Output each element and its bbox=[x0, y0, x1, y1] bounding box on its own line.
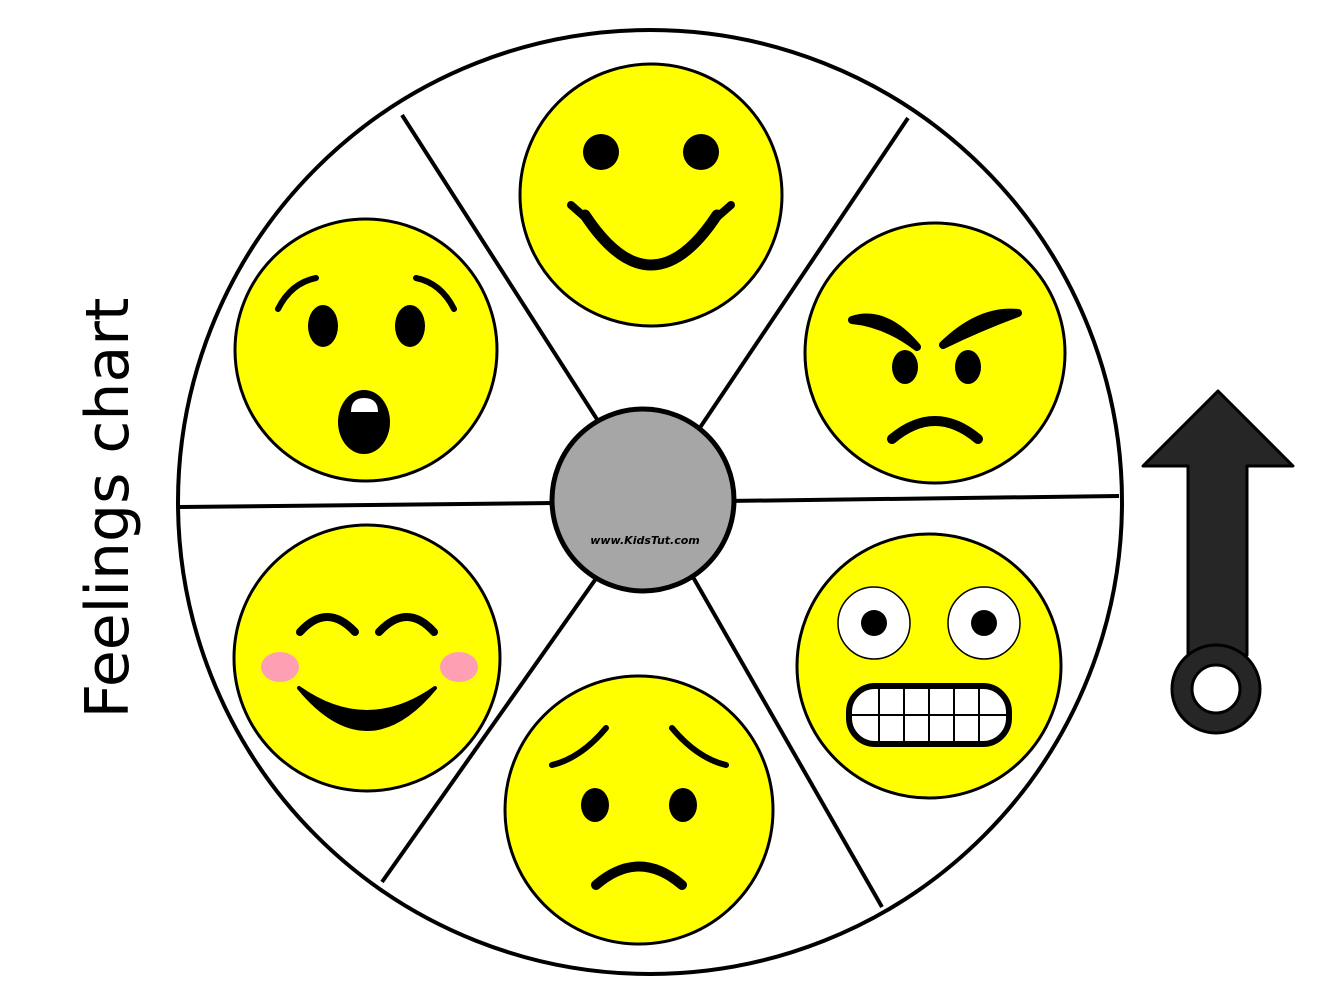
feelings-wheel[interactable]: www.KidsTut.com bbox=[176, 28, 1124, 976]
angry-face-icon[interactable] bbox=[803, 221, 1067, 485]
sad-face-icon[interactable] bbox=[503, 674, 775, 946]
laughing-face-icon[interactable] bbox=[232, 523, 502, 793]
watermark-text: www.KidsTut.com bbox=[590, 534, 700, 547]
page-title: Feelings chart bbox=[73, 298, 143, 719]
left-blush-icon bbox=[261, 652, 299, 682]
scared-face-icon[interactable] bbox=[795, 532, 1063, 800]
arrow-up-icon[interactable] bbox=[1141, 389, 1295, 735]
surprised-face-icon[interactable] bbox=[233, 217, 499, 483]
wheel-hub: www.KidsTut.com bbox=[549, 406, 737, 594]
right-blush-icon bbox=[440, 652, 478, 682]
happy-face-icon[interactable] bbox=[518, 62, 784, 328]
